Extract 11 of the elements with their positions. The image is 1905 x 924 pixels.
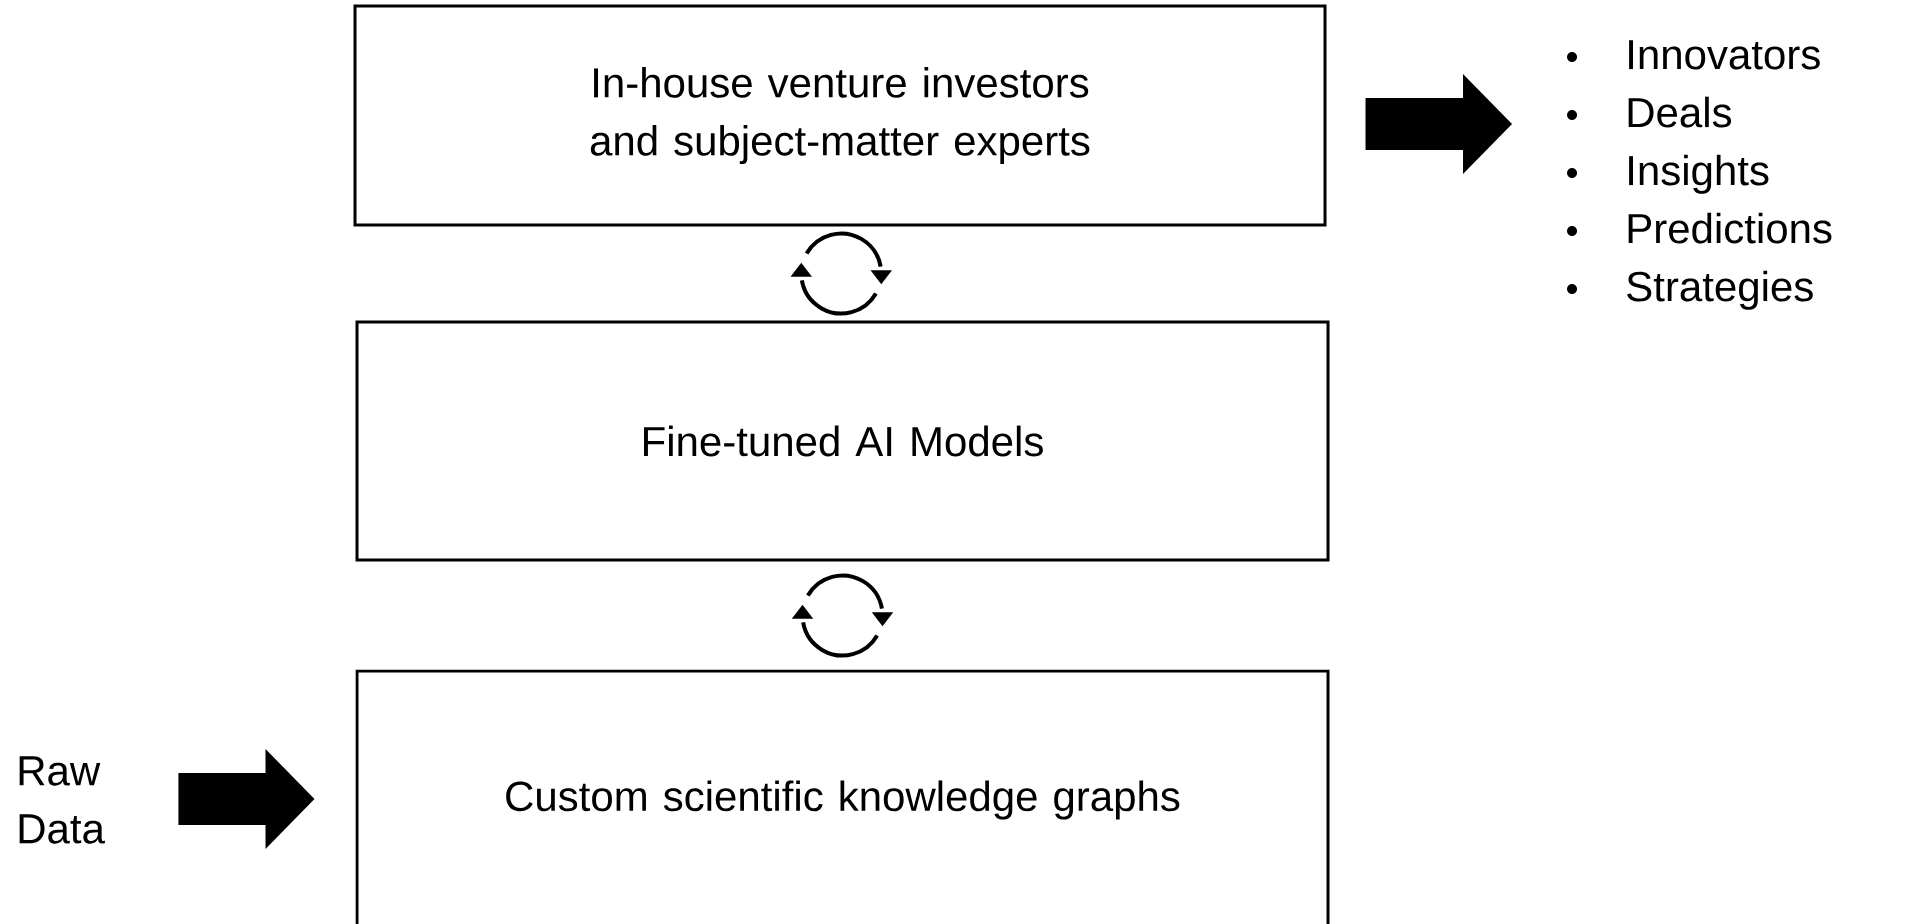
list-item: Innovators <box>1629 40 1820 70</box>
list-item: Predictions <box>1628 212 1832 244</box>
process-box: Custom scientific knowledge graphs <box>355 669 1330 924</box>
block-arrow <box>1365 74 1512 174</box>
list-item: Deals <box>1628 96 1732 128</box>
text-label: Raw Data <box>19 756 105 844</box>
process-box: In-house venture investors and subject-matter experts <box>353 4 1327 227</box>
list-item: Insights <box>1629 154 1769 194</box>
block-arrow <box>178 749 315 849</box>
process-box: Fine-tuned AI Models <box>355 320 1330 562</box>
list-item: Strategies <box>1627 270 1813 310</box>
